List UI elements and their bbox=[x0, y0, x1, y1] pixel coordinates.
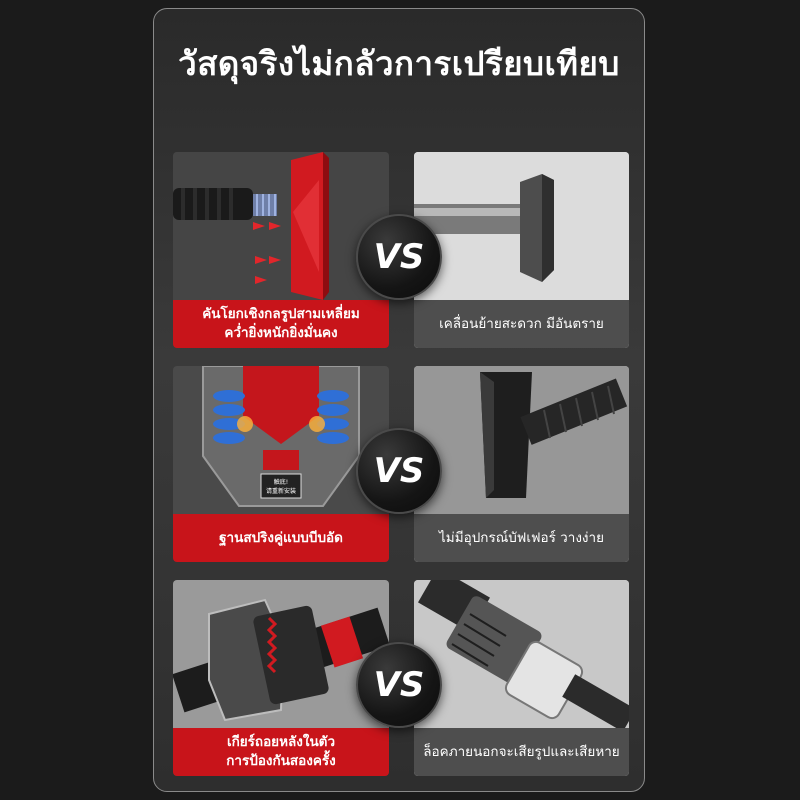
competitor-card-3: ล็อคภายนอกจะเสียรูปและเสียหาย bbox=[414, 580, 629, 776]
caption-line-1: คันโยกเชิงกลรูปสามเหลี่ยม bbox=[202, 306, 360, 322]
our-feature-caption-2: ฐานสปริงคู่แบบบีบอัด bbox=[173, 514, 389, 562]
plain-tee-bar-illustration bbox=[414, 152, 629, 300]
vs-badge: VS bbox=[356, 214, 442, 300]
page-title: วัสดุจริงไม่กลัวการเปรียบเทียบ bbox=[178, 44, 620, 83]
caption-line-2: การป้องกันสองครั้ง bbox=[226, 753, 336, 769]
competitor-card-2: ไม่มีอุปกรณ์บัฟเฟอร์ วางง่าย bbox=[414, 366, 629, 562]
caption-line-1: ฐานสปริงคู่แบบบีบอัด bbox=[219, 529, 343, 546]
sticker-line-1: 触底! bbox=[274, 478, 288, 486]
vs-badge: VS bbox=[356, 642, 442, 728]
sticker-line-2: 请重新安装 bbox=[266, 487, 296, 495]
triangle-lever-illustration bbox=[173, 152, 389, 300]
competitor-card-1: เคลื่อนย้ายสะดวก มีอันตราย bbox=[414, 152, 629, 348]
comparison-row-3: เกียร์ถอยหลังในตัวการป้องกันสองครั้ง VS … bbox=[154, 580, 644, 776]
our-product-card-2: 触底! 请重新安装 ฐานสปริงคู่แบบบีบอัด bbox=[173, 366, 389, 562]
our-feature-caption-3: เกียร์ถอยหลังในตัวการป้องกันสองครั้ง bbox=[173, 728, 389, 776]
comparison-row-1: คันโยกเชิงกลรูปสามเหลี่ยมคว่ำยิ่งหนักยิ่… bbox=[154, 152, 644, 348]
comparison-row-2: 触底! 请重新安装 ฐานสปริงคู่แบบบีบอัด VS bbox=[154, 366, 644, 562]
competitor-caption-1: เคลื่อนย้ายสะดวก มีอันตราย bbox=[414, 300, 629, 348]
competitor-caption-2: ไม่มีอุปกรณ์บัฟเฟอร์ วางง่าย bbox=[414, 514, 629, 562]
our-product-card-3: เกียร์ถอยหลังในตัวการป้องกันสองครั้ง bbox=[173, 580, 389, 776]
comparison-panel: วัสดุจริงไม่กลัวการเปรียบเทียบ bbox=[153, 8, 645, 792]
double-spring-base-illustration: 触底! 请重新安装 bbox=[173, 366, 389, 514]
our-product-card-1: คันโยกเชิงกลรูปสามเหลี่ยมคว่ำยิ่งหนักยิ่… bbox=[173, 152, 389, 348]
built-in-reverse-gear-illustration bbox=[173, 580, 389, 728]
caption-line-2: คว่ำยิ่งหนักยิ่งมั่นคง bbox=[224, 325, 338, 341]
external-lock-illustration bbox=[414, 580, 629, 728]
vs-badge: VS bbox=[356, 428, 442, 514]
competitor-caption-3: ล็อคภายนอกจะเสียรูปและเสียหาย bbox=[414, 728, 629, 776]
caption-line-1: เกียร์ถอยหลังในตัว bbox=[226, 734, 336, 750]
our-feature-caption-1: คันโยกเชิงกลรูปสามเหลี่ยมคว่ำยิ่งหนักยิ่… bbox=[173, 300, 389, 348]
no-buffer-mount-illustration bbox=[414, 366, 629, 514]
